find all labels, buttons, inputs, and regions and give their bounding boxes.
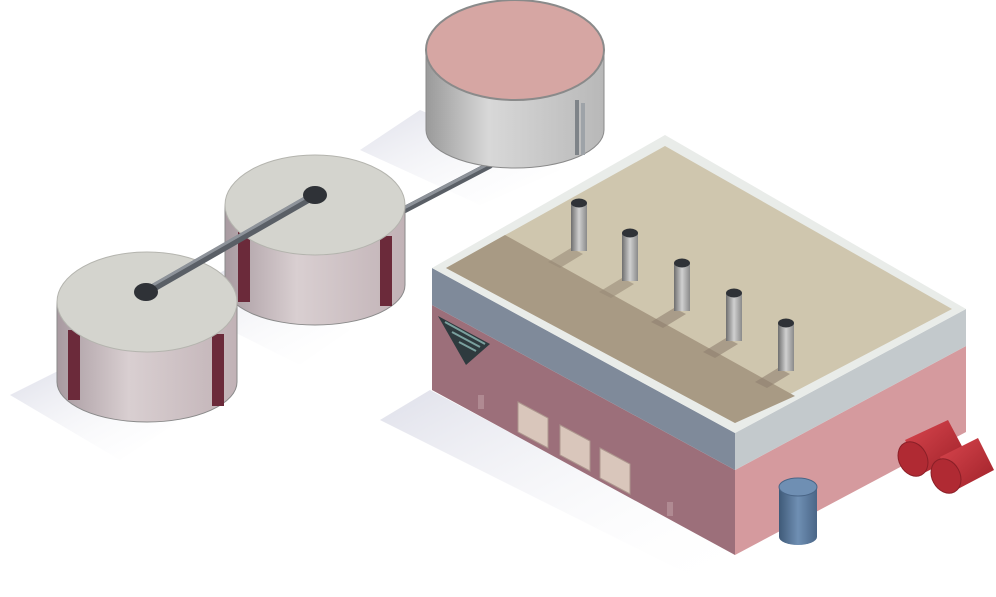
factory-building	[432, 135, 966, 555]
settling-tank-front	[56, 251, 238, 423]
chimney-icon	[755, 318, 794, 388]
loading-doors	[478, 395, 673, 516]
chimney-icon	[599, 228, 638, 298]
large-storage-tank	[425, 0, 605, 169]
tank-hub	[134, 283, 158, 301]
door	[559, 424, 591, 472]
red-barrels	[897, 420, 994, 494]
chimney-icon	[703, 288, 742, 358]
blue-barrel	[778, 477, 818, 545]
tank-hub	[303, 186, 327, 204]
roof-chimneys	[548, 198, 794, 388]
barrel-icon	[930, 438, 994, 494]
tank-ladder	[575, 100, 585, 155]
door	[599, 447, 631, 495]
tank-bridge-pipe	[134, 186, 327, 301]
door	[517, 401, 549, 449]
connecting-pipes	[396, 161, 494, 216]
chimney-icon	[651, 258, 690, 328]
settling-tank-middle	[224, 154, 406, 326]
barrel-icon	[897, 420, 965, 477]
chimney-icon	[548, 198, 587, 268]
wall-vent	[438, 316, 490, 365]
